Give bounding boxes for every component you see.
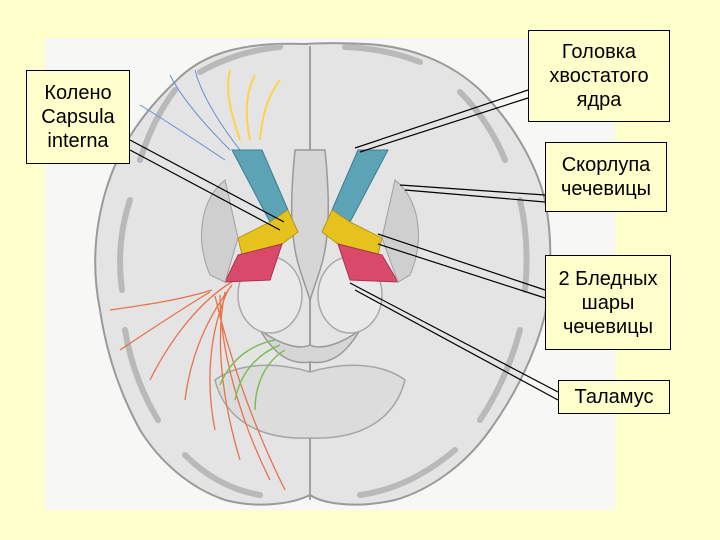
occipital-region <box>214 364 406 439</box>
cortex-folds <box>117 44 530 498</box>
leader-lines <box>129 89 559 401</box>
leader-putamen-2 <box>404 189 546 203</box>
label-thalamus: Таламус <box>558 380 670 414</box>
leader-knee-2 <box>129 149 281 231</box>
label-globus-pallidus: 2 Бледных шары чечевицы <box>545 255 671 350</box>
leader-pallidus <box>377 233 546 291</box>
leader-knee <box>129 139 285 223</box>
leader-thalamus-2 <box>354 289 559 401</box>
leader-caudate <box>354 89 529 149</box>
fiber-tracts-blue <box>139 69 241 161</box>
leader-caudate-2 <box>359 97 529 153</box>
fiber-tracts-green <box>219 339 286 411</box>
globus-pallidus-right <box>337 243 399 283</box>
putamen-right <box>381 179 419 283</box>
putamen-left <box>201 179 239 283</box>
leader-putamen <box>399 184 546 196</box>
label-caudate-head: Головка хвостатого ядра <box>528 30 670 122</box>
globus-pallidus-left <box>224 243 283 283</box>
fiber-tracts-orange <box>109 279 286 491</box>
label-knee-capsula-interna: Колено Capsula interna <box>26 70 130 164</box>
label-putamen: Скорлупа чечевицы <box>545 142 667 212</box>
fiber-tracts-yellow <box>227 69 281 141</box>
lateral-ventricles <box>290 149 330 303</box>
leader-thalamus <box>349 282 559 393</box>
leader-pallidus-2 <box>377 243 546 299</box>
